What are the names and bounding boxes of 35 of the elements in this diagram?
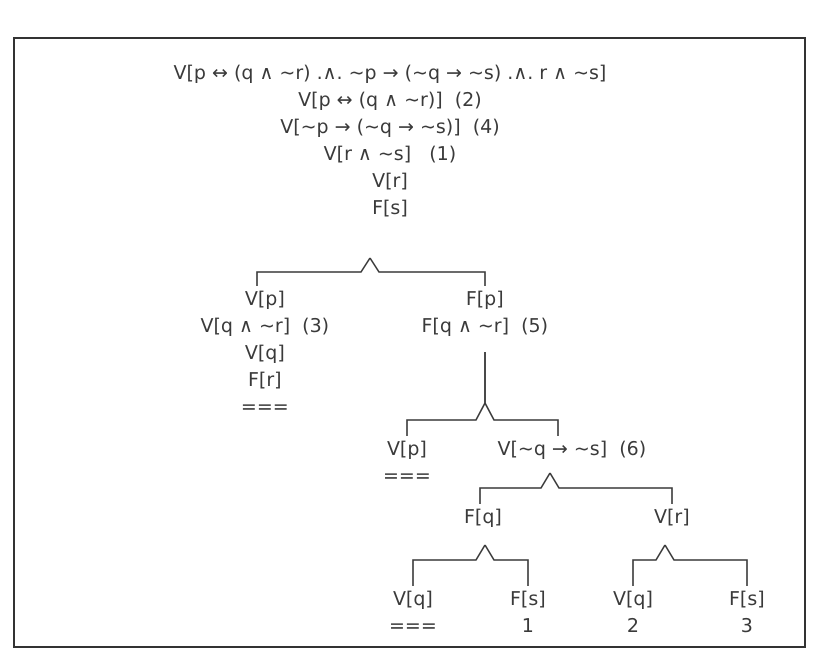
formula-text: V[q] — [244, 341, 286, 366]
formula-text: V[r] — [371, 169, 409, 194]
formula-text: V[q] — [392, 587, 434, 612]
formula-text: 3 — [740, 614, 754, 639]
formula-text: V[q] — [613, 587, 653, 612]
branch-line — [369, 258, 486, 286]
formula-text: F[q] — [464, 505, 502, 530]
formula-text: === — [240, 395, 290, 420]
formula-text: F[p] — [464, 287, 505, 312]
formula-text: F[q ∧ ~r] (5) — [422, 314, 548, 339]
formula-text: F[r] — [247, 368, 283, 393]
formula-text: V[r ∧ ~s] (1) — [322, 142, 458, 167]
formula-text: V[p ↔ (q ∧ ~r) .∧. ~p → (~q → ~s) .∧. r ∧ ~s] — [174, 61, 606, 86]
branch-line — [412, 544, 486, 586]
formula-text: F[s] — [729, 587, 765, 612]
formula-text: 2 — [626, 614, 640, 639]
formula-text: V[q ∧ ~r] (3) — [200, 314, 330, 339]
formula-text: F[s] — [371, 196, 409, 221]
branch-line — [484, 544, 529, 586]
branch-line — [479, 472, 551, 504]
formula-text: V[~q → ~s] (6) — [498, 437, 646, 462]
formula-text: V[p] — [244, 287, 286, 312]
branch-line — [549, 472, 673, 504]
branch-line — [632, 544, 666, 586]
branch-line — [256, 258, 371, 286]
formula-text: V[r] — [654, 505, 690, 530]
formula-text: === — [383, 464, 431, 489]
formula-text: 1 — [520, 614, 535, 639]
formula-text: V[p] — [386, 437, 428, 462]
branch-line — [484, 352, 559, 436]
formula-text: V[~p → (~q → ~s)] (4) — [279, 115, 501, 140]
formula-text: F[s] — [510, 587, 546, 612]
formula-text: V[p ↔ (q ∧ ~r)] (2) — [297, 88, 483, 113]
branch-line — [664, 544, 748, 586]
formula-text: === — [389, 614, 437, 639]
